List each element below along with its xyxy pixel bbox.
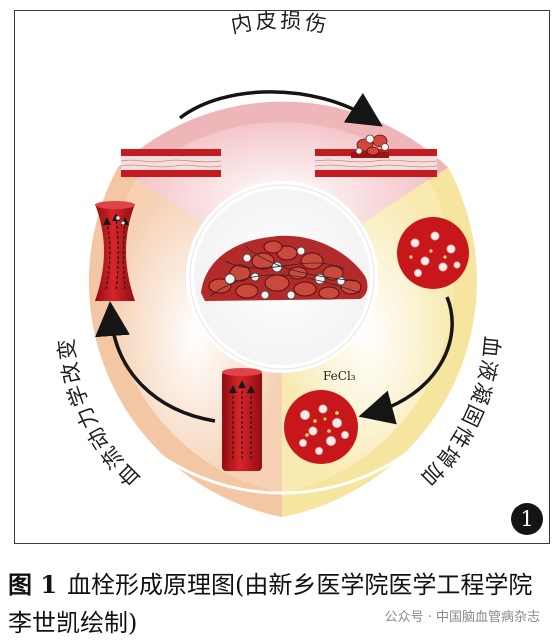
vessel-wall-injured	[314, 134, 438, 177]
watermark: 公众号 · 中国脑血管病杂志	[380, 604, 544, 627]
thrombosis-diagram: 内皮损伤 血液凝固性增加 血流动力学改变	[54, 11, 502, 517]
chemical-label: FeCl₃	[323, 369, 356, 383]
caption-label: 图 1	[8, 570, 58, 599]
thrombus-icon	[201, 235, 368, 301]
figure-number-badge: 1	[511, 503, 543, 535]
curved-arrow-icon	[95, 301, 216, 423]
segment-label-endothelial-injury: 内皮损伤	[229, 11, 328, 38]
curved-arrow-icon	[358, 296, 454, 425]
blood-cell-icon	[284, 390, 358, 464]
caption-text: 血栓形成原理图(由新乡医学院医学工程学院李世凯绘制)	[8, 571, 533, 637]
vessel-wall-normal	[120, 149, 222, 177]
vessel-icon	[95, 201, 135, 301]
figure-panel: 内皮损伤 血液凝固性增加 血流动力学改变	[14, 10, 550, 544]
vessel-icon	[222, 368, 262, 471]
blood-cell-icon	[397, 217, 469, 289]
curved-arrow-icon	[178, 90, 383, 127]
svg-text:内皮损伤: 内皮损伤	[229, 11, 331, 38]
